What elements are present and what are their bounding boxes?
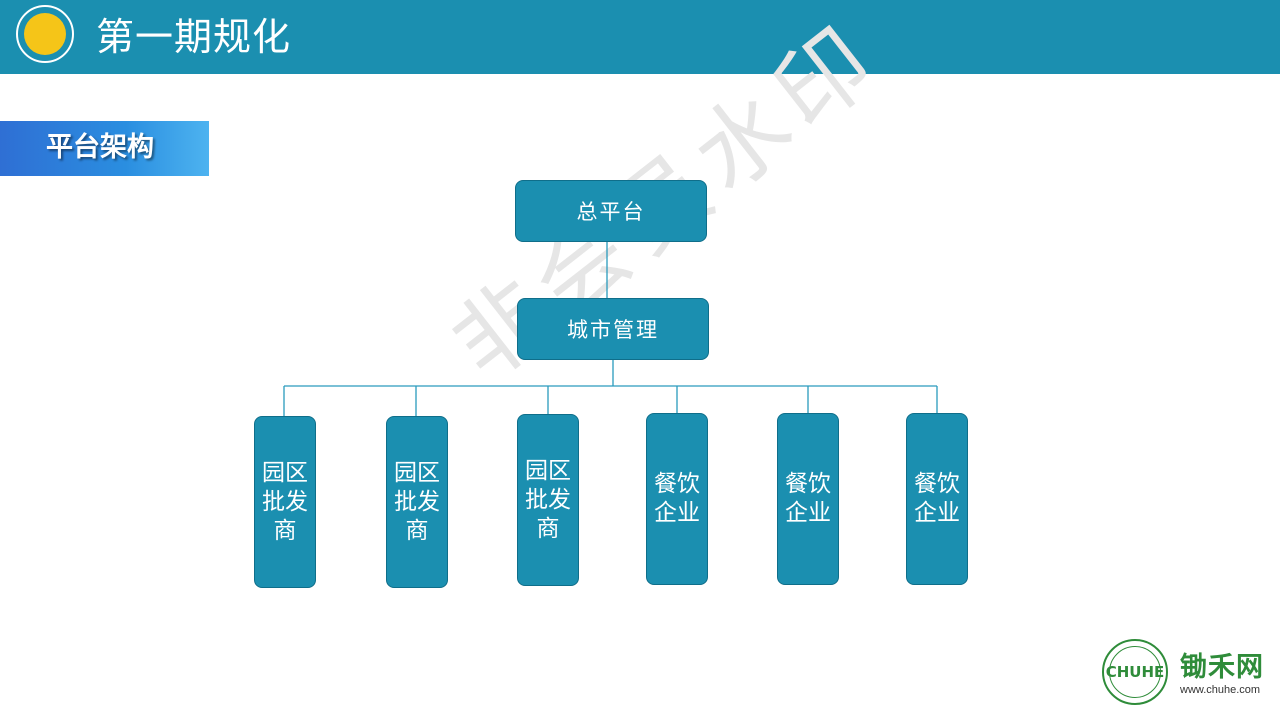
node-leaf-1: 园区批发商: [254, 416, 316, 588]
node-level2: 城市管理: [517, 298, 709, 360]
brand-logo-text: CHUHE: [1106, 646, 1164, 698]
brand-name: 锄禾网: [1180, 652, 1264, 683]
brand-logo-icon: CHUHE: [1102, 639, 1168, 705]
header-bar: 第一期规化: [0, 0, 1280, 74]
node-leaf-5: 餐饮企业: [777, 413, 839, 585]
sun-icon: [16, 5, 74, 63]
section-label: 平台架构: [46, 132, 154, 163]
node-leaf-4: 餐饮企业: [646, 413, 708, 585]
node-leaf-2: 园区批发商: [386, 416, 448, 588]
brand-url: www.chuhe.com: [1180, 684, 1261, 696]
node-leaf-3: 园区批发商: [517, 414, 579, 586]
section-tag: 平台架构: [0, 121, 209, 176]
page-title: 第一期规化: [96, 15, 292, 59]
node-root: 总平台: [515, 180, 707, 242]
node-leaf-6: 餐饮企业: [906, 413, 968, 585]
